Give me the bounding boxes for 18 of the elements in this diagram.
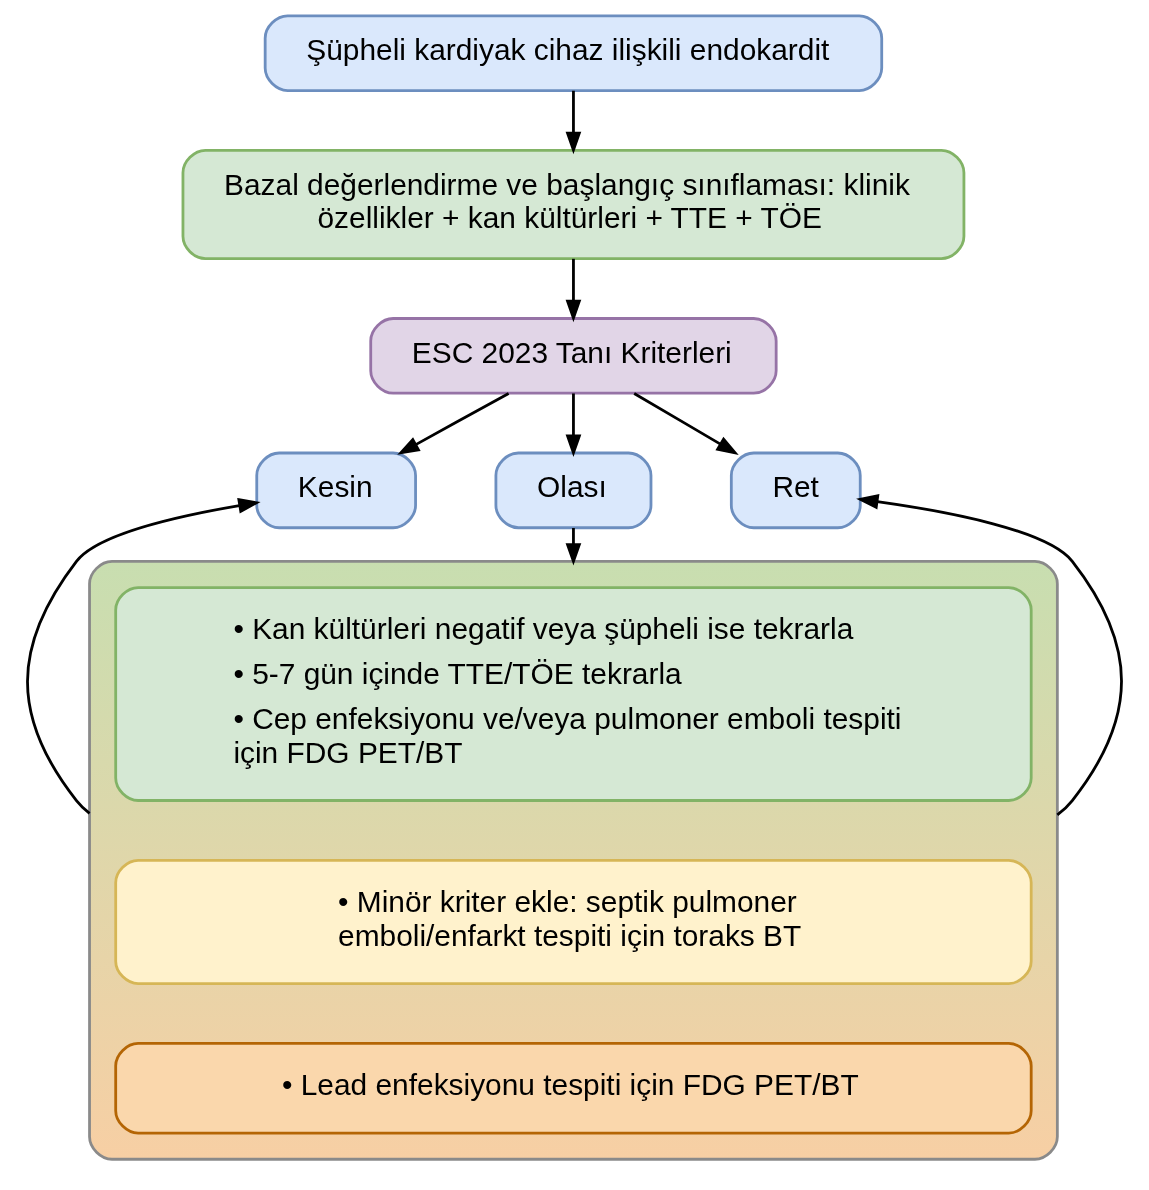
node-box: ESC 2023 Tanı Kriterleri [369, 317, 778, 395]
node-box: Şüpheli kardiyak cihaz ilişkili endokardit [263, 14, 884, 92]
arrow [856, 493, 1123, 816]
arrow [565, 393, 582, 458]
cluster [88, 559, 1059, 1161]
node-box: Kesin [255, 451, 417, 530]
node-box: Olası [494, 451, 653, 530]
node-box: • Lead enfeksiyonu tespiti için FDG PET/BT [114, 1042, 1033, 1135]
arrow [633, 392, 739, 455]
node-box: • Minör kriter ekle: septik pulmoner emboli/enfarkt tespiti için toraks BT [114, 858, 1033, 985]
node-box: Bazal değerlendirme ve başlangıç sınıflaması: klinik özellikler + kan kültürleri + TTE + TÖE [181, 148, 966, 261]
node-box: • Kan kültürleri negatif veya şüpheli ise tekrarla • 5-7 gün içinde TTE/TÖE tekrarla • Cep enfeksiyonu ve/veya pulmoner emboli tespiti için FDG PET/BT [114, 586, 1033, 802]
arrow [565, 90, 582, 155]
node-box: Ret [729, 451, 862, 530]
arrow [565, 258, 582, 323]
arrow [397, 392, 510, 455]
arrow [26, 497, 261, 815]
arrow [565, 528, 582, 566]
